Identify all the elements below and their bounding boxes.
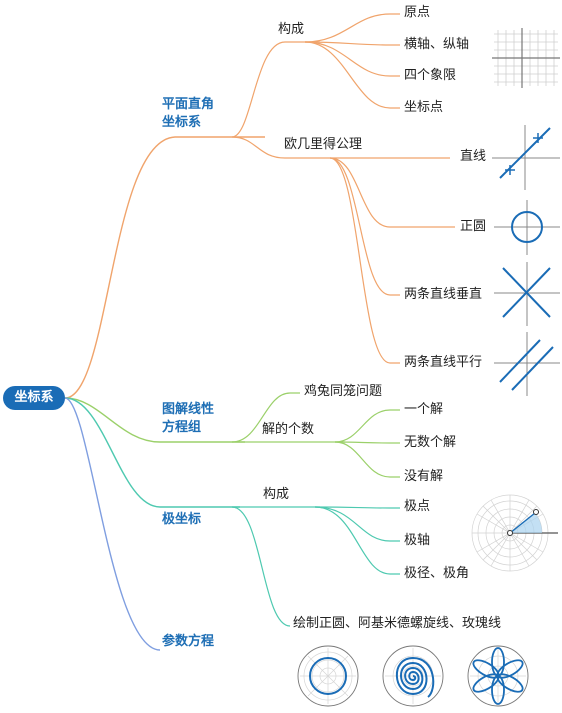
- polar-grid-icon: [471, 494, 558, 572]
- node-jidian[interactable]: 极点: [404, 499, 431, 514]
- polar-circle-icon: [297, 645, 359, 707]
- node-jiegeshu[interactable]: 解的个数: [262, 422, 315, 437]
- edge-oujili-zhengyuan: [329, 157, 455, 228]
- node-wushu[interactable]: 无数个解: [404, 435, 457, 450]
- edge-jiegeshu-wushu: [334, 441, 400, 444]
- node-yigejie[interactable]: 一个解: [404, 402, 444, 417]
- node-chuizhi[interactable]: 两条直线垂直: [404, 287, 483, 302]
- edge-goucheng-hengzhou: [304, 41, 400, 46]
- node-zhengyuan[interactable]: 正圆: [460, 219, 487, 234]
- edge-goucheng-sige: [304, 41, 400, 77]
- cartesian-grid-icon: [492, 28, 560, 88]
- branch-b3-label[interactable]: 极坐标: [162, 512, 202, 527]
- edge-goucheng2-jizhou: [314, 506, 400, 542]
- edge-b1-oujili: [231, 136, 450, 159]
- edge-jiegeshu-meiyou: [334, 441, 400, 478]
- edge-jiegeshu-yigejie: [334, 409, 400, 443]
- node-jitu[interactable]: 鸡兔同笼问题: [304, 384, 383, 399]
- edge-oujili-pingxing: [329, 157, 400, 364]
- archimedean-spiral-icon: [382, 645, 444, 707]
- node-huizhi[interactable]: 绘制正圆、阿基米德螺旋线、玫瑰线: [293, 616, 502, 631]
- edge-goucheng2-jijing: [314, 506, 400, 575]
- edge-b1-goucheng: [231, 41, 320, 138]
- edge-goucheng-yuandian: [304, 13, 400, 43]
- edge-b3-huizhi: [231, 506, 291, 627]
- root-node[interactable]: 坐标系: [3, 386, 65, 410]
- node-oujili[interactable]: 欧几里得公理: [284, 137, 363, 152]
- node-sige[interactable]: 四个象限: [404, 68, 457, 83]
- node-meiyou[interactable]: 没有解: [404, 469, 444, 484]
- branch-b2-label[interactable]: 图解线性方程组: [162, 402, 215, 435]
- edge-root-b4: [64, 397, 161, 651]
- circle-icon: [494, 200, 560, 255]
- edge-goucheng2-jidian: [314, 506, 400, 509]
- edge-oujili-chuizhi: [329, 157, 400, 296]
- edge-goucheng-zuobiaodian: [304, 41, 400, 109]
- perpendicular-lines-icon: [494, 262, 560, 326]
- node-goucheng-1[interactable]: 构成: [278, 22, 305, 37]
- node-pingxing[interactable]: 两条直线平行: [404, 355, 483, 370]
- node-yuandian[interactable]: 原点: [404, 5, 431, 20]
- rose-curve-icon: [467, 645, 529, 707]
- node-jijing[interactable]: 极径、极角: [404, 566, 470, 581]
- edge-root-b3: [64, 397, 240, 508]
- edge-b2-jitu: [231, 392, 300, 443]
- edge-root-b1: [64, 136, 265, 399]
- node-zhixian[interactable]: 直线: [460, 149, 487, 164]
- line-icon: [492, 125, 560, 190]
- node-hengzhou[interactable]: 横轴、纵轴: [404, 37, 470, 52]
- branch-b1-label[interactable]: 平面直角坐标系: [162, 97, 215, 130]
- node-goucheng-2[interactable]: 构成: [263, 487, 290, 502]
- node-jizhou[interactable]: 极轴: [404, 533, 431, 548]
- branch-b4-label[interactable]: 参数方程: [162, 634, 215, 649]
- node-zuobiaodian[interactable]: 坐标点: [404, 100, 444, 115]
- parallel-lines-icon: [494, 332, 560, 396]
- edge-root-b2: [64, 397, 245, 443]
